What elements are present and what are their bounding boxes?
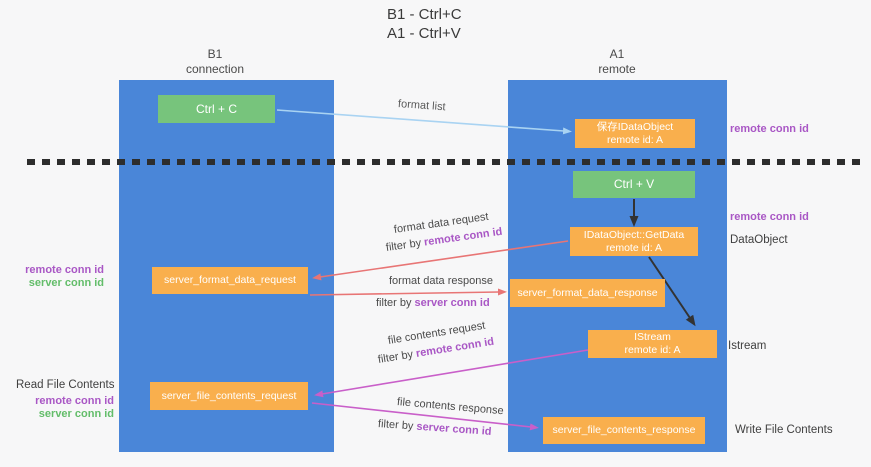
- server-conn-id-accent: server conn id: [416, 420, 492, 438]
- lane-left-name: B1: [207, 47, 223, 61]
- node-istream: IStream remote id: A: [588, 330, 717, 358]
- remote-conn-id-label-mid: remote conn id: [730, 211, 809, 223]
- legend-server-conn-id: server conn id: [38, 408, 114, 420]
- legend-remote-conn-id: remote conn id: [35, 395, 114, 407]
- format-list-label: format list: [397, 98, 446, 114]
- lane-right-name: A1: [609, 47, 625, 61]
- filter-by-text: filter by: [377, 348, 417, 366]
- node-sfc-request-label: server_file_contents_request: [161, 389, 297, 402]
- node-idataobject-getdata: IDataObject::GetData remote id: A: [570, 227, 698, 256]
- node-save-idataobject: 保存IDataObject remote id: A: [575, 119, 695, 148]
- node-getdata-line2: remote id: A: [605, 241, 663, 254]
- node-ctrl-v: Ctrl + V: [573, 171, 695, 198]
- write-file-contents-label: Write File Contents: [735, 424, 833, 436]
- file-contents-response-filter-label: filter by server conn id: [378, 418, 492, 438]
- node-server-file-contents-response: server_file_contents_response: [543, 417, 705, 444]
- title-line-1: B1 - Ctrl+C: [387, 6, 462, 23]
- node-ctrl-v-label: Ctrl + V: [613, 177, 655, 191]
- format-data-response-arrow: [309, 288, 507, 296]
- node-sfd-request-label: server_format_data_request: [164, 274, 296, 286]
- node-server-file-contents-request: server_file_contents_request: [150, 382, 308, 410]
- dataobject-label: DataObject: [730, 234, 788, 246]
- server-conn-id-accent: server conn id: [414, 297, 490, 309]
- lane-header-b1-connection: B1 connection: [150, 47, 280, 77]
- node-save-idataobject-line1: 保存IDataObject: [596, 120, 674, 133]
- legend-remote-conn-id: remote conn id: [25, 264, 104, 276]
- node-getdata-line1: IDataObject::GetData: [583, 228, 685, 241]
- file-contents-response-label: file contents response: [396, 396, 505, 418]
- filter-by-text: filter by: [377, 418, 417, 433]
- node-ctrl-c-label: Ctrl + C: [195, 101, 237, 116]
- node-server-format-data-response: server_format_data_response: [510, 279, 665, 307]
- istream-side-label: Istream: [728, 340, 767, 352]
- section-divider-dashed-line: [27, 159, 862, 165]
- read-file-contents-label: Read File Contents: [16, 379, 115, 391]
- node-istream-line2: remote id: A: [624, 344, 681, 356]
- conn-id-legend-mid: remote conn id server conn id: [12, 264, 104, 290]
- lane-left-subname: connection: [185, 62, 245, 76]
- title-line-2: A1 - Ctrl+V: [387, 25, 461, 42]
- node-save-idataobject-line2: remote id: A: [606, 133, 664, 146]
- read-file-contents-legend: Read File Contents remote conn id server…: [16, 379, 114, 421]
- diagram-title: B1 - Ctrl+C A1 - Ctrl+V: [387, 5, 462, 43]
- lane-right-subname: remote: [598, 62, 636, 76]
- node-sfd-response-label: server_format_data_response: [517, 286, 658, 299]
- format-data-response-label: format data response: [389, 275, 493, 287]
- node-istream-line1: IStream: [634, 331, 671, 343]
- filter-by-text: filter by: [376, 297, 415, 309]
- node-ctrl-c: Ctrl + C: [158, 95, 275, 123]
- remote-conn-id-label-top: remote conn id: [730, 123, 809, 135]
- format-data-response-filter-label: filter by server conn id: [376, 297, 490, 309]
- legend-server-conn-id: server conn id: [28, 277, 104, 289]
- filter-by-text: filter by: [385, 236, 425, 254]
- lane-header-a1-remote: A1 remote: [552, 47, 682, 77]
- node-sfc-response-label: server_file_contents_response: [552, 424, 696, 436]
- node-server-format-data-request: server_format_data_request: [152, 267, 308, 294]
